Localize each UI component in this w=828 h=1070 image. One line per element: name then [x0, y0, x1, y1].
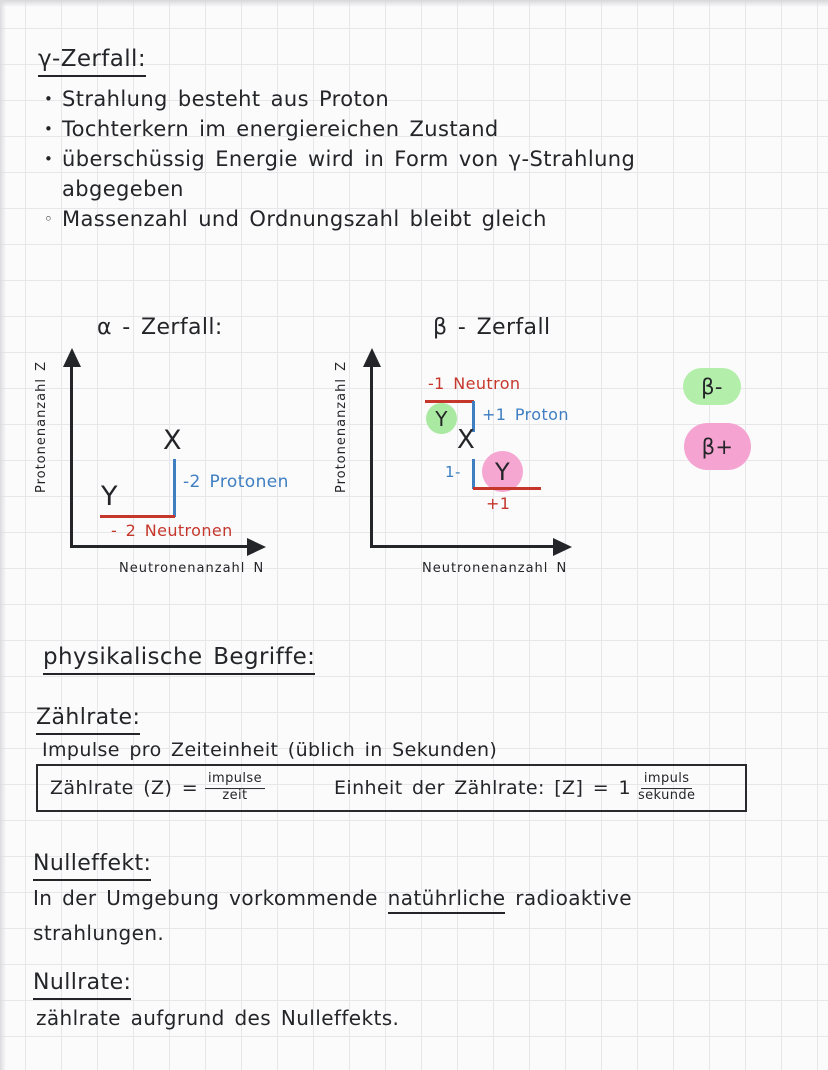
- beta-x-axis: [370, 545, 558, 548]
- beta-decay-diagram: β - Zerfall Protonenanzahl Z Neutronenan…: [334, 315, 635, 590]
- bullet-text: überschüssig Energie wird in Form von γ-…: [62, 147, 636, 171]
- gamma-decay-heading: γ-Zerfall:: [38, 46, 146, 77]
- beta-plus-badge-label: β+: [701, 434, 734, 459]
- fraction-numerator: impulse: [205, 771, 265, 789]
- beta-plus-badge: β+: [684, 423, 751, 470]
- beta-parent-nuclide: X: [457, 425, 476, 455]
- beta-proton-change-label: +1 Proton: [482, 405, 569, 424]
- alpha-x-axis-label: Neutronenanzahl N: [119, 561, 265, 576]
- beta-neutron-change-label: -1 Neutron: [428, 374, 521, 393]
- alpha-decay-diagram: α - Zerfall: Protonenanzahl Z Neutronena…: [34, 315, 335, 590]
- bullet-line: • Strahlung besteht aus Proton: [44, 84, 635, 114]
- beta-minus-badge-label: β-: [701, 374, 723, 399]
- bullet-text: Tochterkern im energiereichen Zustand: [62, 117, 499, 141]
- bullet-text: Strahlung besteht aus Proton: [62, 87, 390, 111]
- alpha-diagram-title: α - Zerfall:: [97, 315, 223, 340]
- gamma-decay-heading-text: γ-Zerfall:: [38, 46, 146, 77]
- bullet-dot: ◦: [44, 210, 54, 228]
- nullrate-heading-text: Nullrate:: [33, 970, 132, 1000]
- unit-lhs: Einheit der Zählrate: [Z] = 1: [334, 777, 631, 799]
- terms-heading-text: physikalische Begriffe:: [43, 644, 316, 675]
- nulleffekt-underlined-word: natührliche: [387, 886, 506, 914]
- bullet-dot: •: [44, 150, 54, 168]
- alpha-x-axis-arrow-icon: [247, 537, 266, 556]
- zaehlrate-definition: Impulse pro Zeiteinheit (üblich in Sekun…: [42, 739, 498, 761]
- nulleffekt-heading-text: Nulleffekt:: [33, 851, 152, 881]
- bullet-text: abgegeben: [62, 177, 184, 201]
- beta-plus-proton-line: [472, 459, 475, 489]
- beta-y-axis-label: Protonenanzahl Z: [334, 361, 349, 494]
- terms-section-heading: physikalische Begriffe:: [43, 644, 316, 675]
- beta-minus-daughter-highlight: Y: [426, 403, 457, 434]
- alpha-proton-change-label: -2 Protonen: [183, 472, 289, 492]
- nullrate-heading: Nullrate:: [33, 970, 132, 1000]
- zaehlrate-formula: Zählrate (Z) = impulse zeit: [50, 771, 265, 804]
- bullet-dot: [44, 174, 62, 204]
- beta-plus-neutron-line: [473, 487, 541, 490]
- zaehlrate-formula-box: Zählrate (Z) = impulse zeit Einheit der …: [36, 764, 747, 812]
- zaehlrate-unit-formula: Einheit der Zählrate: [Z] = 1 impuls sek…: [334, 771, 696, 804]
- scan-edge-left: [0, 0, 6, 1070]
- beta-minus-proton-line: [472, 401, 475, 432]
- beta-diagram-title: β - Zerfall: [433, 315, 551, 340]
- beta-x-axis-label: Neutronenanzahl N: [422, 561, 568, 576]
- nulleffekt-line1-pre: In der Umgebung vorkommende: [33, 886, 388, 910]
- bullet-line: ◦ Massenzahl und Ordnungszahl bleibt gle…: [44, 204, 635, 234]
- alpha-daughter-nuclide: Y: [101, 481, 118, 512]
- unit-fraction-denominator: sekunde: [637, 788, 696, 803]
- alpha-neutron-change-line: [100, 515, 175, 518]
- bullet-line: abgegeben: [44, 174, 635, 204]
- nullrate-definition: zählrate aufgrund des Nulleffekts.: [36, 1006, 400, 1030]
- bullet-dot: •: [44, 120, 54, 138]
- bullet-dot: •: [44, 90, 54, 108]
- nulleffekt-line1: In der Umgebung vorkommende natührliche …: [33, 886, 632, 914]
- gamma-decay-bullet-list: • Strahlung besteht aus Proton • Tochter…: [44, 84, 635, 234]
- nulleffekt-heading: Nulleffekt:: [33, 851, 152, 881]
- fraction-denominator: zeit: [222, 788, 248, 803]
- bullet-line: • Tochterkern im energiereichen Zustand: [44, 114, 635, 144]
- formula-lhs: Zählrate (Z) =: [50, 777, 199, 799]
- zaehlrate-heading: Zählrate:: [36, 705, 141, 735]
- bullet-line: • überschüssig Energie wird in Form von …: [44, 144, 635, 174]
- beta-plus-daughter-highlight: Y: [482, 451, 523, 492]
- unit-fraction: impuls sekunde: [637, 771, 696, 804]
- alpha-y-axis-label: Protonenanzahl Z: [34, 361, 49, 494]
- beta-y-axis: [370, 363, 373, 547]
- alpha-y-axis: [70, 363, 73, 547]
- alpha-neutron-change-label: - 2 Neutronen: [111, 521, 233, 540]
- nulleffekt-line2: strahlungen.: [33, 921, 165, 945]
- alpha-parent-nuclide: X: [163, 425, 182, 456]
- nulleffekt-line1-post: radioaktive: [505, 886, 632, 910]
- beta-minus-badge: β-: [683, 368, 741, 405]
- beta-plus-daughter-nuclide: Y: [494, 457, 511, 486]
- alpha-y-axis-arrow-icon: [62, 348, 81, 367]
- unit-fraction-numerator: impuls: [640, 771, 693, 789]
- zaehlrate-heading-text: Zählrate:: [36, 705, 141, 735]
- beta-minus-neutron-line: [425, 400, 474, 403]
- beta-minus-daughter-nuclide: Y: [435, 406, 448, 431]
- beta-y-axis-arrow-icon: [362, 348, 381, 367]
- alpha-x-axis: [70, 545, 252, 548]
- beta-plus-minus-one-label: 1-: [445, 463, 461, 481]
- scan-edge-top: [0, 0, 828, 7]
- alpha-proton-change-line: [173, 459, 176, 517]
- bullet-text: Massenzahl und Ordnungszahl bleibt gleic…: [62, 207, 547, 231]
- formula-fraction: impulse zeit: [205, 771, 265, 804]
- beta-x-axis-arrow-icon: [553, 537, 572, 556]
- beta-plus-one-label: +1: [486, 494, 511, 513]
